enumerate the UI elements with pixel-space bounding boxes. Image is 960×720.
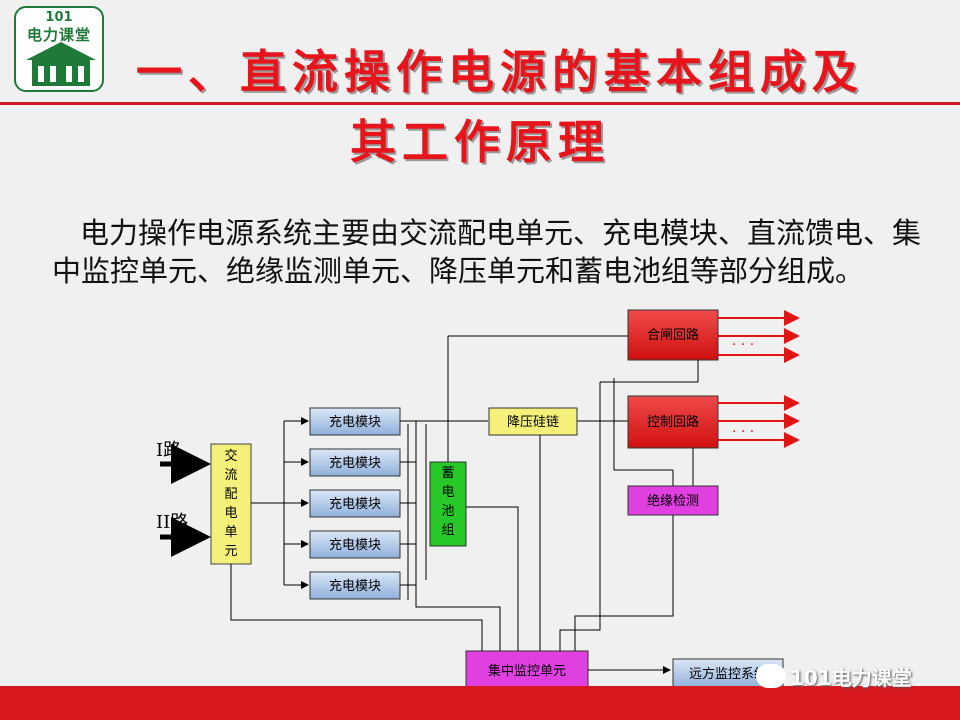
charger-label: 充电模块 <box>329 537 381 553</box>
charger-label: 充电模块 <box>329 496 381 512</box>
remote-label: 远方监控系统 <box>689 666 767 682</box>
ac-unit-char: 配 <box>224 487 237 502</box>
charger-module <box>309 407 401 436</box>
central-monitor-unit <box>465 650 589 690</box>
monitor-label: 集中监控单元 <box>488 663 566 679</box>
ac-unit-char: 元 <box>224 544 237 559</box>
logo: 101 电力课堂 <box>14 6 104 92</box>
control-dots: . . . <box>732 420 754 436</box>
charger-label: 充电模块 <box>329 455 381 471</box>
wechat-icon <box>756 664 786 688</box>
insulation-monitor <box>627 485 719 516</box>
battery-char: 电 <box>441 485 454 500</box>
battery-bank <box>429 461 467 547</box>
charger-module <box>309 448 401 477</box>
control-circuit <box>627 395 719 449</box>
watermark: 101电力课堂 <box>790 666 912 690</box>
battery-char: 蓄 <box>441 466 454 481</box>
voltage-dropper <box>488 407 578 436</box>
header-rule <box>0 102 960 105</box>
footer-bar <box>0 686 960 720</box>
page-title-line1: 一、直流操作电源的基本组成及 <box>136 45 864 99</box>
charger-module <box>309 489 401 518</box>
closing-dots: . . . <box>732 333 754 349</box>
page-title-line2: 其工作原理 <box>350 115 610 169</box>
input-label-2: II路 <box>156 512 188 533</box>
insulation-label: 绝缘检测 <box>647 493 699 509</box>
charger-module <box>309 530 401 559</box>
battery-char: 组 <box>441 523 454 538</box>
logo-name: 电力课堂 <box>26 26 91 44</box>
building-icon <box>26 42 96 86</box>
ac-unit-char: 交 <box>224 448 237 464</box>
ac-distribution-unit <box>210 443 252 565</box>
charger-label: 充电模块 <box>329 578 381 594</box>
charger-label: 充电模块 <box>329 414 381 430</box>
body-paragraph: 电力操作电源系统主要由交流配电单元、充电模块、直流馈电、集中监控单元、绝缘监测单… <box>52 216 922 288</box>
ac-unit-char: 单 <box>224 525 237 540</box>
control-circuit-label: 控制回路 <box>647 414 699 430</box>
battery-char: 池 <box>441 504 454 519</box>
dropper-label: 降压硅链 <box>507 415 559 430</box>
ac-unit-char: 电 <box>224 506 237 521</box>
logo-number: 101 <box>45 10 73 25</box>
charger-module <box>309 571 401 600</box>
closing-circuit-label: 合闸回路 <box>647 327 699 343</box>
ac-unit-char: 流 <box>224 468 237 483</box>
input-label-1: I路 <box>156 440 181 461</box>
